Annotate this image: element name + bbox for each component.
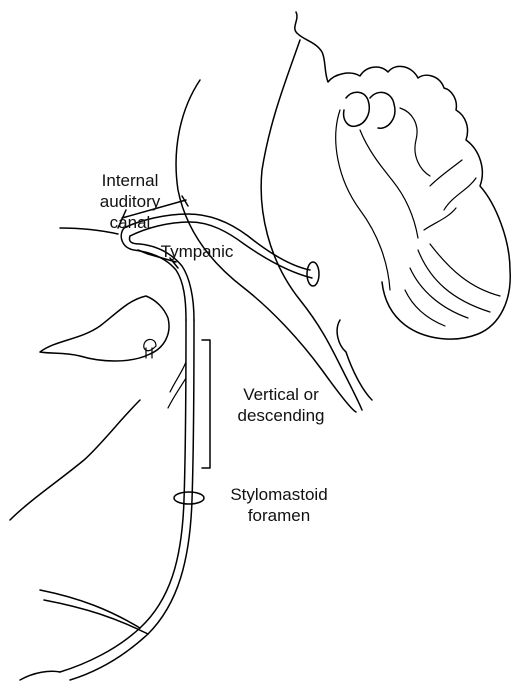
label-line-canal: canal — [82, 212, 178, 233]
label-vertical-or-descending: Vertical or descending — [222, 384, 340, 426]
nerve-ending-ellipse — [307, 262, 319, 286]
cochlear-outline — [40, 296, 169, 361]
label-tympanic: Tympanic — [150, 241, 244, 262]
label-line-stylomastoid: Stylomastoid — [212, 484, 346, 505]
ear-ridge — [424, 160, 476, 230]
ear-outline — [295, 12, 510, 339]
label-internal-auditory-canal: Internal auditory canal — [82, 170, 178, 233]
stylomastoid-foramen-ring — [174, 492, 204, 504]
stapes — [144, 339, 156, 358]
left-tissue-curve — [10, 400, 140, 520]
label-stylomastoid-foramen: Stylomastoid foramen — [212, 484, 346, 526]
lobule-folds — [405, 244, 500, 326]
label-line-auditory: auditory — [82, 191, 178, 212]
nerve-branch-lower-1 — [40, 590, 140, 628]
label-line-vertical-or: Vertical or — [222, 384, 340, 405]
ear-fold-3 — [400, 108, 430, 176]
bracket-vertical — [202, 340, 210, 468]
label-line-foramen: foramen — [212, 505, 346, 526]
chorda-tympani — [168, 362, 186, 408]
nerve-branch-lower-3 — [20, 671, 60, 680]
nerve-branch-lower-2 — [44, 600, 148, 634]
ear-fold-2 — [370, 92, 395, 128]
mandible-notch — [337, 320, 372, 400]
label-line-internal: Internal — [82, 170, 178, 191]
label-line-descending: descending — [222, 405, 340, 426]
ear-fold-1 — [344, 92, 370, 126]
